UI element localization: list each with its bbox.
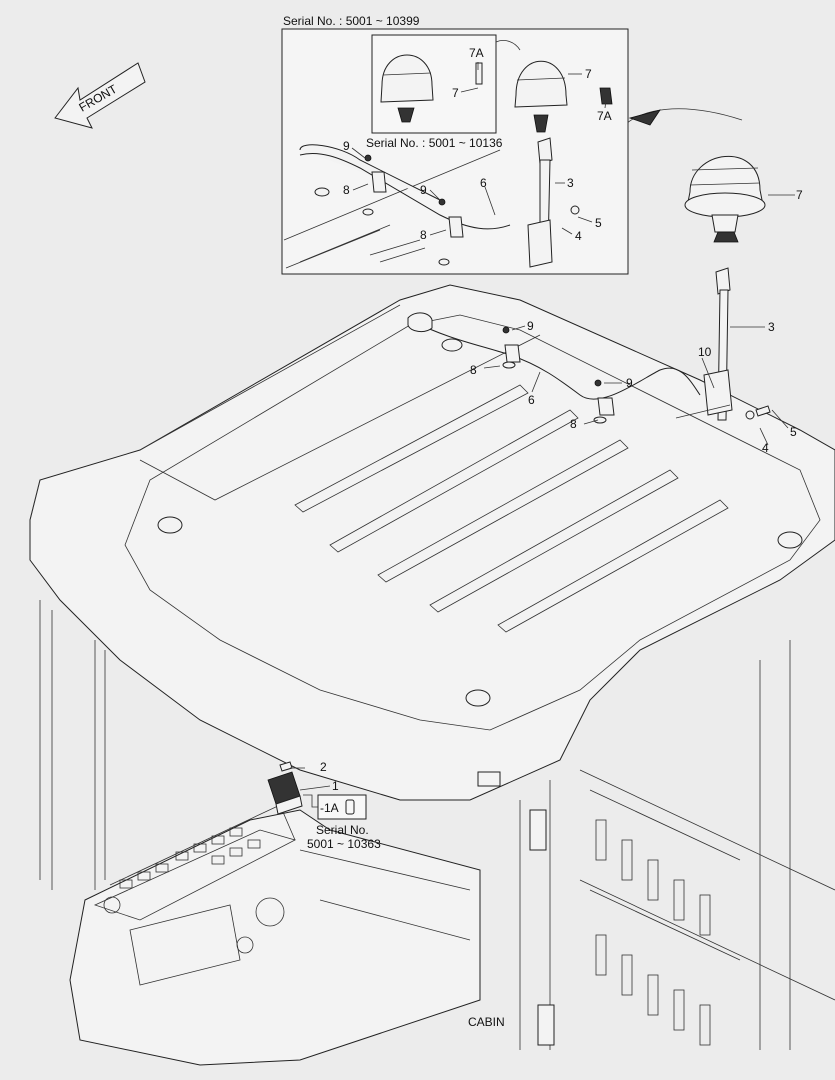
part-label-1: 1: [332, 779, 339, 793]
part-label-4-main: 4: [762, 441, 769, 455]
serial-top-label: Serial No. : 5001 ~ 10399: [283, 14, 420, 28]
part-label-8-main-b: 8: [570, 417, 577, 431]
part-label-7-main: 7: [796, 188, 803, 202]
wiring-harness: [407, 312, 701, 424]
part-label-1a: -1A: [320, 801, 339, 815]
control-console: [69, 804, 481, 1066]
part-label-3-main: 3: [768, 320, 775, 334]
serial-inner-label: Serial No. : 5001 ~ 10136: [366, 136, 503, 150]
part-label-9-main-b: 9: [626, 376, 633, 390]
beacon-pole-main[interactable]: [675, 267, 733, 421]
part-label-6-main: 6: [528, 393, 535, 407]
part-label-8-inset-b: 8: [420, 228, 427, 242]
beacon-bolt[interactable]: [745, 405, 771, 420]
front-arrow-icon: [54, 62, 146, 129]
cabin-label: CABIN: [468, 1015, 505, 1029]
part-label-4-inset: 4: [575, 229, 582, 243]
part-label-8-main-a: 8: [470, 363, 477, 377]
part-label-7-inner: 7: [452, 86, 459, 100]
part-label-2: 2: [320, 760, 327, 774]
part-label-3-inset: 3: [567, 176, 574, 190]
part-label-9-main-a: 9: [527, 319, 534, 333]
part-label-6-inset: 6: [480, 176, 487, 190]
part-label-5-main: 5: [790, 425, 797, 439]
switch-serial-line1: Serial No.: [316, 823, 369, 837]
beacon-lamp-main[interactable]: [624, 108, 766, 243]
beacon-switch[interactable]: [267, 761, 303, 815]
switch-serial-line2: 5001 ~ 10363: [307, 837, 381, 851]
part-label-5-inset: 5: [595, 216, 602, 230]
console-vents: [119, 827, 261, 889]
part-label-7-inset: 7: [585, 67, 592, 81]
switch-variant-box: [303, 794, 367, 820]
rear-panel: [589, 789, 741, 1046]
part-label-9-inset-b: 9: [420, 183, 427, 197]
cabin-roof: [29, 284, 835, 1050]
part-label-9-inset-a: 9: [343, 139, 350, 153]
part-label-10: 10: [698, 345, 712, 359]
part-label-7a-inset: 7A: [597, 109, 612, 123]
part-label-7a-inner: 7A: [469, 46, 484, 60]
part-label-8-inset-a: 8: [343, 183, 350, 197]
leader-lines: [290, 62, 795, 791]
